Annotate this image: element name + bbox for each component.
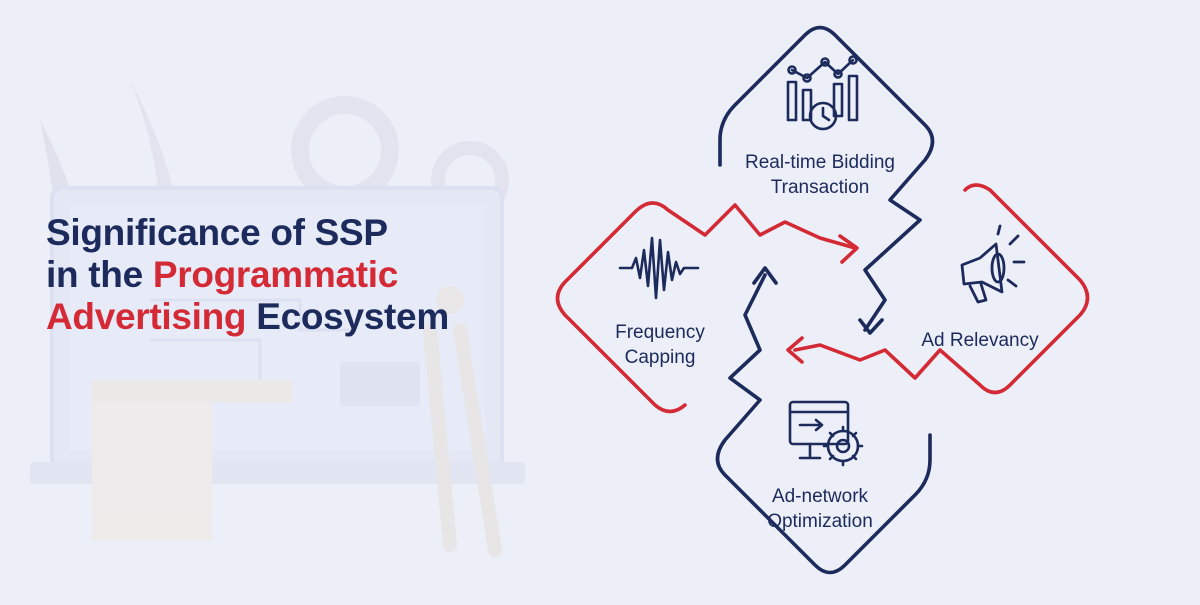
label-rtb-line1: Real-time Bidding: [745, 152, 895, 173]
rtb-arrowhead: [858, 318, 884, 335]
label-relevancy-line1: Ad Relevancy: [921, 330, 1039, 351]
label-ad-network-optimization: Ad-network Optimization: [740, 484, 900, 534]
title-line-1: Significance of SSP: [46, 212, 388, 253]
megaphone-icon: [960, 224, 1026, 304]
ssp-cycle-diagram: Real-time Bidding Transaction Ad Relevan…: [520, 0, 1200, 600]
label-rtb-line2: Transaction: [770, 177, 870, 198]
title-accent-programmatic: Programmatic: [152, 254, 399, 295]
monitor-gear-icon: [788, 400, 864, 467]
relevancy-outline: [793, 183, 1090, 395]
label-real-time-bidding: Real-time Bidding Transaction: [720, 150, 920, 200]
background-illustration: [30, 80, 525, 557]
adnetwork-arrowhead: [752, 266, 778, 285]
bar-chart-clock-icon: [786, 55, 859, 131]
label-frequency-capping: Frequency Capping: [590, 320, 730, 370]
relevancy-arrowhead: [786, 336, 804, 364]
label-adnetwork-line1: Ad-network: [771, 486, 869, 507]
adnetwork-outline: [715, 273, 932, 575]
title-line-3-suffix: Ecosystem: [246, 296, 449, 337]
rtb-outline: [718, 25, 935, 332]
frequency-arrowhead: [838, 234, 859, 264]
page-title: Significance of SSP in the Programmatic …: [46, 212, 449, 338]
label-frequency-line1: Frequency: [615, 322, 705, 343]
cycle-shapes: [555, 25, 1090, 575]
label-ad-relevancy: Ad Relevancy: [905, 328, 1055, 353]
frequency-outline: [555, 201, 857, 414]
label-adnetwork-line2: Optimization: [767, 511, 873, 532]
waveform-icon: [618, 236, 700, 300]
title-line-2-prefix: in the: [46, 254, 153, 295]
label-frequency-line2: Capping: [624, 347, 696, 368]
title-accent-advertising: Advertising: [46, 296, 247, 337]
